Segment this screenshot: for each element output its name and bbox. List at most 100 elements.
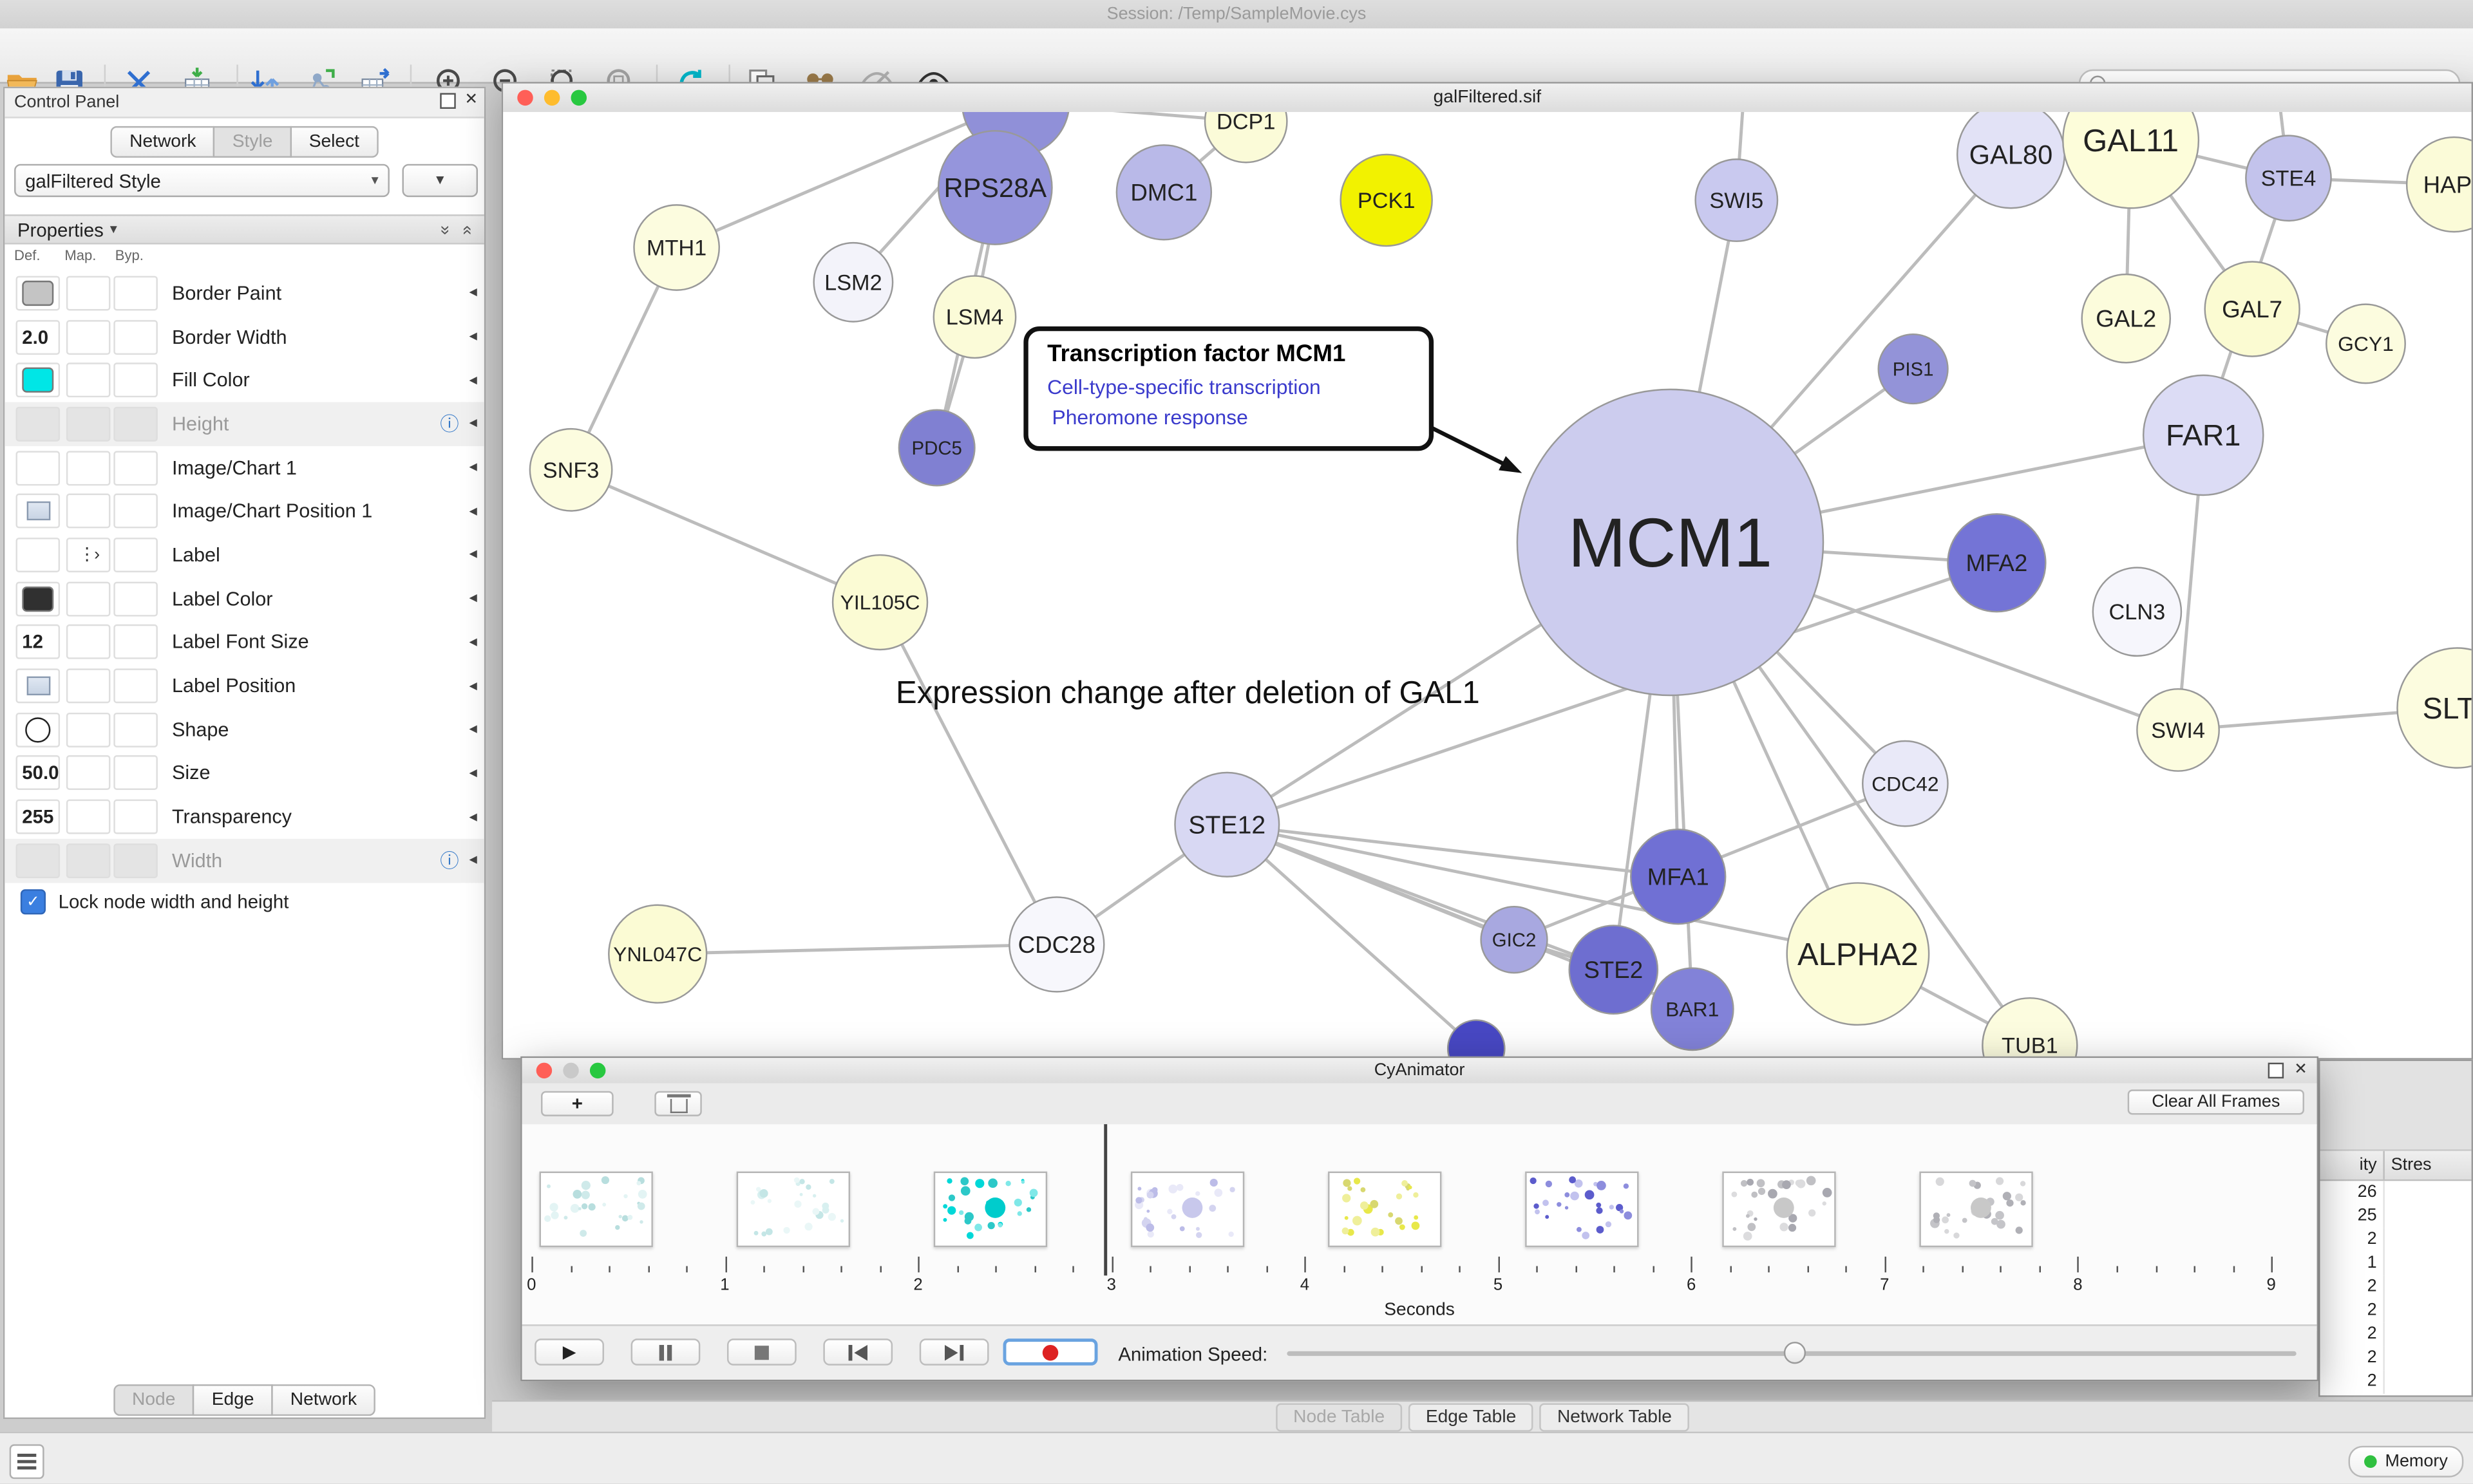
delete-frame-button[interactable] [654, 1091, 702, 1116]
graph-node-dcp1[interactable] [1204, 111, 1288, 164]
tab-network[interactable]: Network [110, 126, 215, 158]
graph-node-lsm4[interactable] [933, 275, 1017, 359]
table-cell[interactable]: 1 [2320, 1252, 2385, 1276]
table-cell[interactable] [2385, 1252, 2472, 1275]
bypass-cell[interactable] [113, 756, 158, 791]
row-expander-icon[interactable]: ◂ [469, 677, 477, 695]
table-column-header[interactable]: ity [2320, 1151, 2385, 1179]
graph-node-hap4[interactable] [2405, 136, 2472, 233]
table-row[interactable]: 2 [2320, 1275, 2471, 1299]
default-value-cell[interactable] [15, 494, 61, 529]
graph-node-ynl047c[interactable] [608, 904, 708, 1004]
frame-thumbnail-2[interactable] [736, 1171, 851, 1248]
row-expander-icon[interactable]: ◂ [469, 502, 477, 520]
annotation-box[interactable]: Transcription factor MCM1 Cell-type-spec… [1023, 326, 1434, 451]
skip-to-start-button[interactable] [823, 1338, 893, 1366]
style-selector[interactable]: galFiltered Style ▾ [14, 164, 390, 198]
frame-thumbnail-3[interactable] [933, 1171, 1048, 1248]
graph-node-mfa2[interactable] [1947, 513, 2047, 613]
row-expander-icon[interactable]: ◂ [469, 546, 477, 564]
float-panel-icon[interactable] [2267, 1062, 2284, 1079]
graph-edge[interactable] [1226, 823, 1477, 1050]
row-expander-icon[interactable]: ◂ [469, 808, 477, 826]
graph-node-swi4[interactable] [2136, 688, 2220, 772]
frame-thumbnail-4[interactable] [1130, 1171, 1245, 1248]
bypass-cell[interactable] [113, 450, 158, 485]
task-history-button[interactable] [9, 1444, 44, 1479]
slider-thumb[interactable] [1783, 1342, 1806, 1364]
info-icon[interactable]: ⓘ [440, 413, 459, 436]
table-row[interactable]: 2 [2320, 1322, 2472, 1347]
frame-thumbnail-6[interactable] [1525, 1171, 1639, 1248]
mapping-cell[interactable] [66, 362, 111, 398]
close-panel-icon[interactable]: ✕ [464, 91, 478, 109]
tab-style[interactable]: Style [213, 126, 292, 158]
mapping-cell[interactable] [66, 494, 111, 529]
property-row-border-paint[interactable]: Border Paint◂ [5, 271, 484, 315]
graph-node-pck1[interactable] [1340, 153, 1433, 247]
graph-edge[interactable] [1227, 823, 1678, 879]
add-frame-button[interactable]: + [541, 1091, 614, 1116]
table-cell[interactable]: 2 [2320, 1299, 2385, 1323]
row-expander-icon[interactable]: ◂ [469, 371, 477, 390]
row-expander-icon[interactable]: ◂ [469, 720, 477, 738]
row-expander-icon[interactable]: ◂ [469, 634, 477, 652]
bypass-cell[interactable] [113, 843, 158, 878]
graph-node-blue1[interactable] [1446, 1019, 1506, 1058]
graph-node-gcy1[interactable] [2326, 303, 2406, 384]
table-cell[interactable] [2385, 1228, 2472, 1252]
table-cell[interactable]: 2 [2320, 1275, 2385, 1299]
mapping-cell[interactable] [66, 319, 111, 354]
frame-thumbnail-5[interactable] [1328, 1171, 1442, 1248]
bypass-cell[interactable] [113, 538, 158, 572]
bypass-cell[interactable] [113, 668, 158, 704]
row-expander-icon[interactable]: ◂ [469, 458, 477, 476]
graph-node-gal11[interactable] [2062, 111, 2200, 209]
graph-node-cdc42[interactable] [1862, 740, 1949, 827]
pause-button[interactable] [630, 1338, 701, 1366]
property-row-image-chart-1[interactable]: Image/Chart 1◂ [5, 446, 484, 489]
bypass-cell[interactable] [113, 799, 158, 834]
close-panel-icon[interactable]: ✕ [2294, 1061, 2307, 1079]
mapping-cell[interactable] [66, 625, 111, 660]
table-column-header[interactable]: Stres [2391, 1156, 2432, 1175]
mapping-cell[interactable]: ⋮› [66, 538, 111, 572]
frame-thumbnail-8[interactable] [1919, 1171, 2033, 1248]
graph-node-slt2[interactable] [2396, 647, 2472, 769]
property-row-shape[interactable]: Shape◂ [5, 708, 484, 751]
row-expander-icon[interactable]: ◂ [469, 328, 477, 346]
graph-node-ste2[interactable] [1568, 925, 1659, 1015]
tab-select[interactable]: Select [290, 126, 379, 158]
graph-node-gic2[interactable] [1480, 905, 1548, 974]
graph-edge[interactable] [658, 943, 1057, 956]
bypass-cell[interactable] [113, 494, 158, 529]
table-cell[interactable]: 25 [2320, 1205, 2385, 1228]
bypass-cell[interactable] [113, 625, 158, 660]
lock-size-row[interactable]: ✓ Lock node width and height [20, 889, 289, 915]
row-expander-icon[interactable]: ◂ [469, 764, 477, 782]
default-value-cell[interactable] [15, 668, 61, 704]
tab-edge[interactable]: Edge [193, 1384, 273, 1416]
clear-all-frames-button[interactable]: Clear All Frames [2127, 1089, 2304, 1115]
table-row[interactable]: 1 [2320, 1252, 2472, 1276]
mapping-cell[interactable] [66, 668, 111, 704]
graph-node-mfa1[interactable] [1630, 828, 1727, 925]
bypass-cell[interactable] [113, 712, 158, 747]
default-value-cell[interactable]: 50.0 [15, 756, 61, 791]
lock-size-checkbox[interactable]: ✓ [20, 889, 46, 915]
table-cell[interactable] [2385, 1205, 2472, 1228]
annotation-link-1[interactable]: Cell-type-specific transcription [1047, 375, 1321, 399]
table-cell[interactable] [2385, 1323, 2472, 1347]
stop-button[interactable] [726, 1338, 797, 1366]
close-window-button[interactable] [536, 1062, 553, 1079]
bypass-cell[interactable] [113, 319, 158, 354]
graph-node-ste12[interactable] [1174, 771, 1280, 878]
style-options-button[interactable]: ▾ [402, 164, 478, 198]
record-button[interactable] [1003, 1338, 1098, 1366]
table-row[interactable]: 2 [2320, 1228, 2471, 1252]
default-value-cell[interactable] [15, 712, 61, 747]
default-value-cell[interactable] [15, 843, 61, 878]
property-row-fill-color[interactable]: Fill Color◂ [5, 359, 484, 402]
network-canvas[interactable]: RPS28ADCP1DMC1PCK1SWI5GAL80GAL11STE4HAP4… [503, 111, 2472, 1058]
